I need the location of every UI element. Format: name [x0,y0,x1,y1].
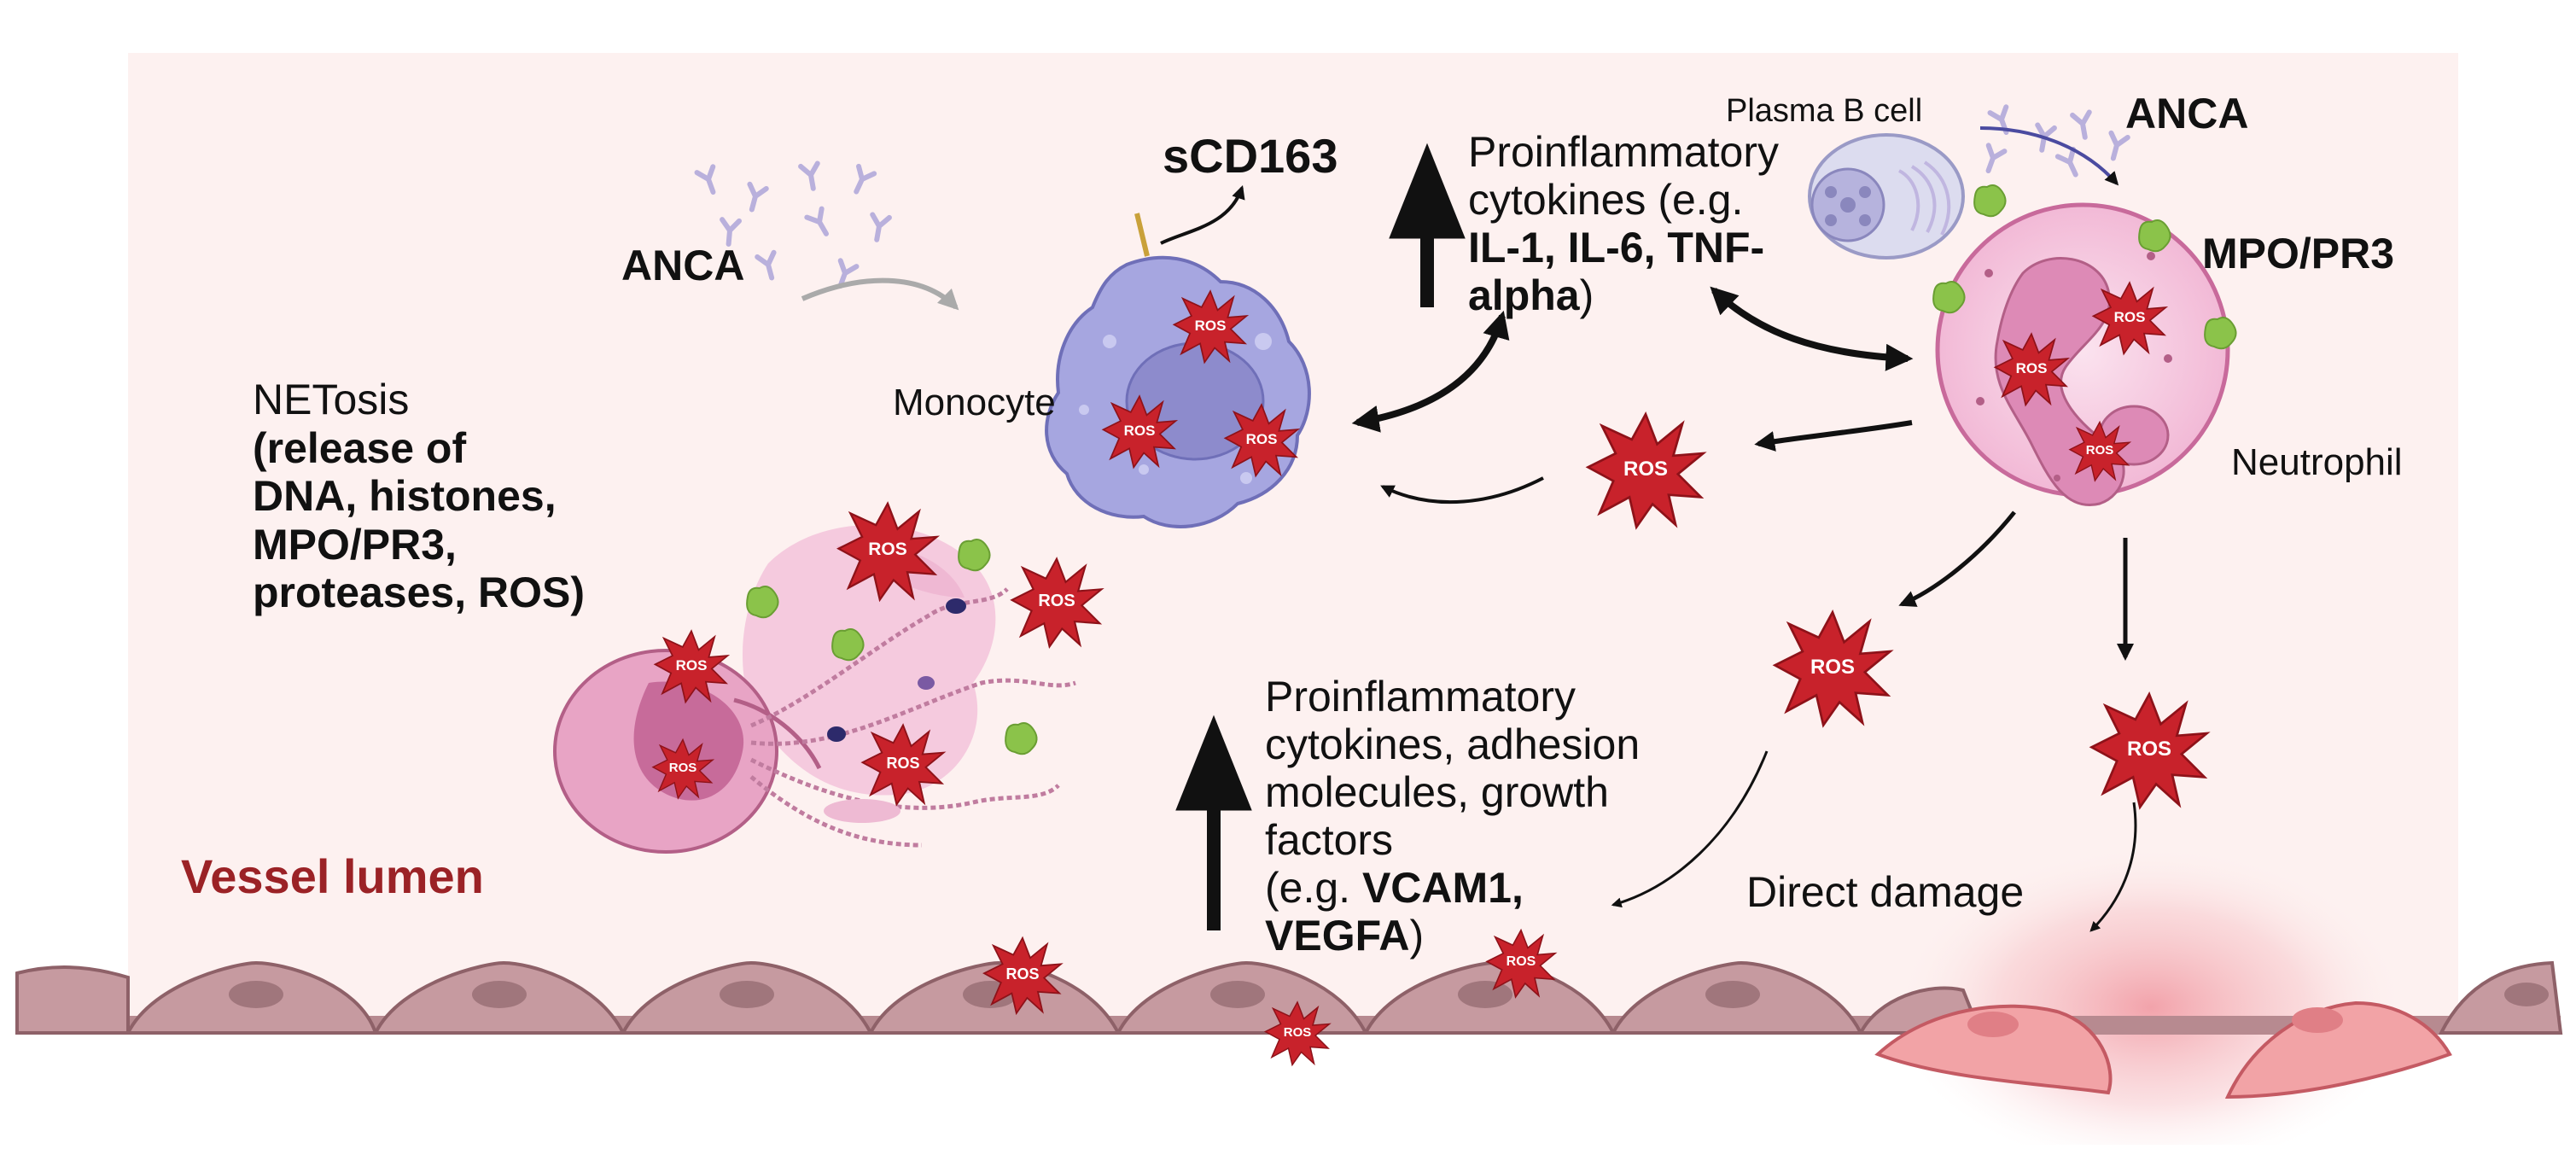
ros-label: ROS [1194,317,1227,334]
scd163-label: sCD163 [1163,129,1338,183]
cytokines-top-line-4: alpha) [1468,271,1779,319]
ros-label: ROS [1005,965,1040,983]
ros-monocyte-arrow [1380,476,1544,505]
cytokines-top-line-1: Proinflammatory [1468,128,1779,176]
mpo-particle [1973,184,2007,218]
ros-label: ROS [1623,457,1668,481]
cytokines-top-alpha: alpha [1468,271,1580,319]
cytokines-top-line-3: IL-1, IL-6, TNF- [1468,224,1765,271]
netosis-line-3: MPO/PR3, [253,520,457,569]
netosis-line-2: DNA, histones, [253,472,557,520]
cytokines-top-label: Proinflammatory cytokines (e.g. IL-1, IL… [1468,128,1779,319]
ros-label: ROS [868,540,907,560]
cytokines-bottom-line-4: factors [1265,816,1394,864]
mpo-particle [2138,219,2171,253]
cytokine-neutrophil-arrow [1710,286,1914,371]
ros-label: ROS [668,761,697,775]
ros-label: ROS [2113,308,2146,325]
ros-label: ROS [886,755,920,773]
ros-label: ROS [1283,1025,1312,1040]
cytokines-bottom-vcam1: VCAM1, [1361,864,1524,912]
cytokines-bottom-line-5: (e.g. VCAM1, [1265,864,1640,912]
cytokines-bottom-line-1: Proinflammatory [1265,673,1576,720]
ros-damage-arrow [2089,802,2137,932]
cytokines-top-line-2: cytokines (e.g. [1468,176,1744,224]
anca-arrow [801,277,959,311]
mpo-particle [958,539,991,572]
scd163-arrow [1160,184,1245,245]
mpo-particle [746,586,779,619]
cytokines-bottom-line-3: molecules, growth [1265,768,1609,816]
neutrophil-ros-arrow-2 [1898,510,2016,607]
neutrophil-label: Neutrophil [2231,441,2403,483]
monocyte-label: Monocyte [893,382,1056,423]
direct-damage-label: Direct damage [1746,868,2025,916]
netosis-line-1: (release of [253,423,467,472]
ros-label: ROS [1123,422,1156,439]
mpo-particle [1005,722,1038,755]
ros-label: ROS [1506,954,1536,970]
netosis-title: NETosis [253,376,410,423]
cytokines-bottom-vegfa: VEGFA [1265,912,1410,959]
mpo-particle [2204,317,2237,350]
plasma-b-cell-label: Plasma B cell [1726,93,1923,129]
anca-label-right: ANCA [2125,90,2249,137]
ros-label: ROS [675,656,708,674]
ros-label: ROS [1245,430,1278,447]
ros-label: ROS [1810,655,1855,679]
netosis-line-4: proteases, ROS) [253,569,586,616]
mpo-pr3-label: MPO/PR3 [2202,230,2395,277]
cytokines-top-paren: ) [1579,271,1594,319]
ros-label: ROS [2015,359,2048,376]
netosis-label: NETosis (release of DNA, histones, MPO/P… [253,376,585,617]
cytokines-bottom-paren: ) [1409,912,1425,959]
monocyte-cytokine-arrow [1351,310,1510,433]
cytokines-bottom-label: Proinflammatory cytokines, adhesion mole… [1265,673,1640,959]
cytokines-bottom-line-6: VEGFA) [1265,912,1640,959]
endothelium [15,960,2563,1099]
anca-arrow-right [1979,126,2119,186]
anca-label-left: ANCA [621,242,745,289]
cytokines-bottom-eg: (e.g. [1265,864,1362,912]
ros-label: ROS [1038,592,1075,610]
ros-endothelium-arrow [1611,750,1769,908]
mpo-particle [1932,281,1966,314]
ros-label: ROS [2126,737,2171,761]
ros-label: ROS [2085,443,2114,458]
vessel-lumen-label: Vessel lumen [181,849,484,903]
cytokines-bottom-line-2: cytokines, adhesion [1265,720,1641,768]
neutrophil-ros-arrow [1754,420,1913,452]
mpo-particle [831,628,865,662]
plasma-b-cell [1808,133,1965,260]
